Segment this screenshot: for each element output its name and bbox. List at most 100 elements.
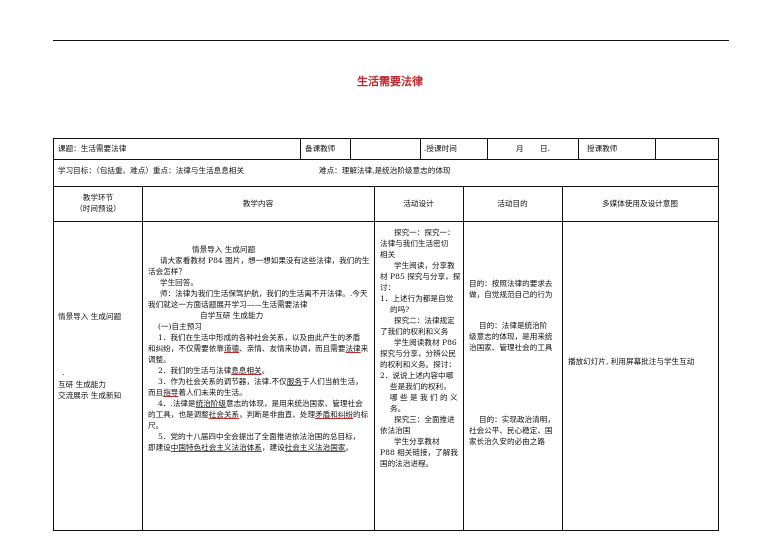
design-line: 学生阅读教材 P86 [394, 338, 457, 347]
content-line: 情景导入 生成问题 [192, 245, 256, 254]
design-block: 探究一：探究一： 法律与我们生活密切 相关 学生阅读，分享教 材 P85 探究与… [380, 227, 460, 469]
content-line: 师：法律为我们生活保驾护航，我们的生活离不开法律。.今天 [160, 289, 368, 298]
learning-goals: 学习目标：（包括重、难点）重点：法律与生活息息相关 [58, 166, 245, 175]
topic-label: 课题：生活需要法律 [58, 144, 127, 153]
media-description: 播放幻灯片, 利用屏幕批注与学生互动 [568, 357, 695, 366]
answer-blank: 指导 [163, 388, 179, 397]
answer-blank: 统治阶级 [195, 399, 226, 408]
col-header-media: 多媒体使用及设计意图 [602, 199, 678, 208]
answer-blank: 中国特色社会主义法治体系 [170, 443, 262, 452]
design-line: 些是我们的权利， [390, 382, 451, 391]
month-label: 月 [516, 144, 524, 153]
design-line: 相关 [380, 250, 396, 259]
purpose-3: 目的：实现政治清明， 社会公平、民心稳定、国 家长治久安的必由之路 [469, 414, 555, 447]
stage-study: 互研 生成能力 交流展示 生成新知 [58, 379, 121, 401]
content-line: 我们就这一方面话题展开学习——生活需要法律 [148, 300, 308, 309]
design-line: 探究二：法律规定 [394, 316, 455, 325]
purpose-line: 目的：实现政治清明， [479, 415, 555, 424]
design-line: 1．上述行为都是自觉 [380, 294, 454, 303]
day-label: 日. [540, 144, 551, 153]
header-divider-4 [487, 139, 488, 159]
content-line: 活会怎样？ [148, 267, 186, 276]
teaching-teacher-label: 授课教师 [587, 144, 618, 153]
col-divider-1 [142, 186, 143, 531]
content-line: 3．作为社会关系的调节器，法律.不仅服务于人们当前生活， [158, 377, 363, 386]
row-divider-2 [54, 186, 718, 187]
lesson-time-label: .授课时间 [424, 144, 457, 153]
purpose-1: 目的：按照法律的要求去 做，自觉规范自己的行为 [469, 278, 553, 300]
content-line: 5．党的十八届四中全会提出了全面推进依法治国的总目标， [158, 432, 361, 441]
design-line: 学生分享教材 [394, 437, 440, 446]
purpose-line: 治国家、管理社会的工具 [469, 343, 553, 352]
design-line: 的权利和义务。探讨： [380, 360, 456, 369]
content-line: 请大家看教材 P84 图片，想一想如果没有这些法律，我们的生 [160, 256, 370, 265]
design-line: 学生阅读，分享教 [394, 261, 455, 270]
col-divider-4 [562, 186, 563, 531]
col-header-stage-line1: 教学环节 [82, 193, 114, 202]
content-line: 的工具，也是调整社会关系，判断是非曲直、处理矛盾和纠纷的标 [148, 410, 369, 419]
purpose-line: 家长治久安的必由之路 [469, 437, 545, 446]
purpose-line: 目的：法律是统治阶 [479, 321, 548, 330]
design-line: 探究与分享，分辨公民 [380, 349, 456, 358]
stage-intro: 情景导入 生成问题 [58, 312, 122, 321]
stage-study-line2: 交流展示 生成新知 [58, 391, 122, 400]
design-line: 哪 些 是 我 们 的 义 [390, 393, 458, 402]
content-line: 学生回答。 [160, 278, 198, 287]
stage-dot: . [62, 368, 65, 377]
answer-blank: 道德 [223, 344, 240, 353]
content-line: 1．我们在生活中形成的各种社会关系，以及由此产生的矛盾 [158, 333, 361, 342]
design-line: 法律与我们生活密切 [380, 239, 449, 248]
content-block: 情景导入 生成问题 请大家看教材 P84 图片，想一想如果没有这些法律，我们的生… [148, 244, 370, 453]
col-divider-2 [374, 186, 375, 531]
design-line: 材 P85 探究与分享，探 [380, 272, 461, 281]
answer-blank: 法律 [345, 344, 361, 353]
col-divider-3 [463, 186, 464, 531]
col-header-stage-line2: （时间预设） [75, 204, 121, 213]
prep-teacher-label: 备课教师 [305, 144, 336, 153]
design-line: 依法治国 [380, 426, 411, 435]
stage-study-line1: 互研 生成能力 [58, 380, 106, 389]
content-line: 而且指导着人们未来的生活。 [148, 388, 247, 397]
content-line: (一)自主预习 [158, 322, 202, 331]
purpose-2: 目的：法律是统治阶 级意志的体现，是用来统 治国家、管理社会的工具 [469, 320, 553, 353]
difficulty-point: 难点：理解法律,是统治阶级意志的体现 [319, 166, 451, 175]
design-line: 探究三：全面推进 [394, 415, 455, 424]
design-line: 了我们的权利和义务 [380, 327, 449, 336]
purpose-line: 级意志的体现，是用来统 [469, 332, 553, 341]
design-line: 的吗? [390, 305, 410, 314]
col-header-design: 活动设计 [403, 199, 434, 208]
top-rule [53, 40, 729, 41]
col-header-stage: 教学环节 （时间预设） [54, 192, 142, 214]
header-divider-5 [578, 139, 579, 159]
content-line: 2．我们的生活与法律息息相关。 [158, 366, 270, 375]
answer-blank: 社会关系 [208, 410, 240, 419]
design-line: 讨： [380, 283, 396, 292]
col-header-purpose: 活动目的 [497, 199, 528, 208]
content-line: 和纠纷，不仅需要依靠道德、亲情、友情来协调，而且需要法律来 [148, 344, 369, 353]
design-line: 探究一：探究一： [394, 228, 455, 237]
design-line: 务。 [390, 404, 406, 413]
row-divider-1 [54, 159, 718, 160]
col-header-content: 教学内容 [242, 199, 274, 208]
design-line: 2．说说上述内容中哪 [380, 371, 454, 380]
content-line: 调整。 [148, 355, 171, 364]
purpose-line: 做，自觉规范自己的行为 [469, 290, 553, 299]
content-line: 自学互研 生成能力 [200, 311, 264, 320]
page-title: 生活需要法律 [357, 75, 423, 88]
answer-blank: 服务 [286, 377, 302, 386]
lesson-plan-table: 课题：生活需要法律 备课教师 .授课时间 月 日. 授课教师 学习目标：（包括重… [53, 138, 719, 531]
header-divider-3 [420, 139, 421, 159]
content-line: 尺。 [148, 421, 164, 430]
content-line: 即建设中国特色社会主义法治体系，建设社会主义法治国家。 [148, 443, 354, 452]
header-divider-6 [655, 139, 656, 159]
design-line: P88 相关链接，了解我 [380, 448, 458, 457]
purpose-line: 社会公平、民心稳定、国 [469, 426, 553, 435]
answer-blank: 息息相关 [231, 366, 262, 375]
answer-blank: 矛盾和纠纷 [315, 410, 354, 419]
row-divider-3 [54, 221, 718, 222]
answer-blank: 社会主义法治国家 [284, 443, 346, 452]
header-divider-1 [300, 139, 301, 159]
design-line: 国的法治进程。 [380, 459, 434, 468]
purpose-line: 目的：按照法律的要求去 [469, 279, 553, 288]
content-line: 4．.法律是统治阶级意志的体现，是用来统治国家、管理社会 [158, 399, 363, 408]
